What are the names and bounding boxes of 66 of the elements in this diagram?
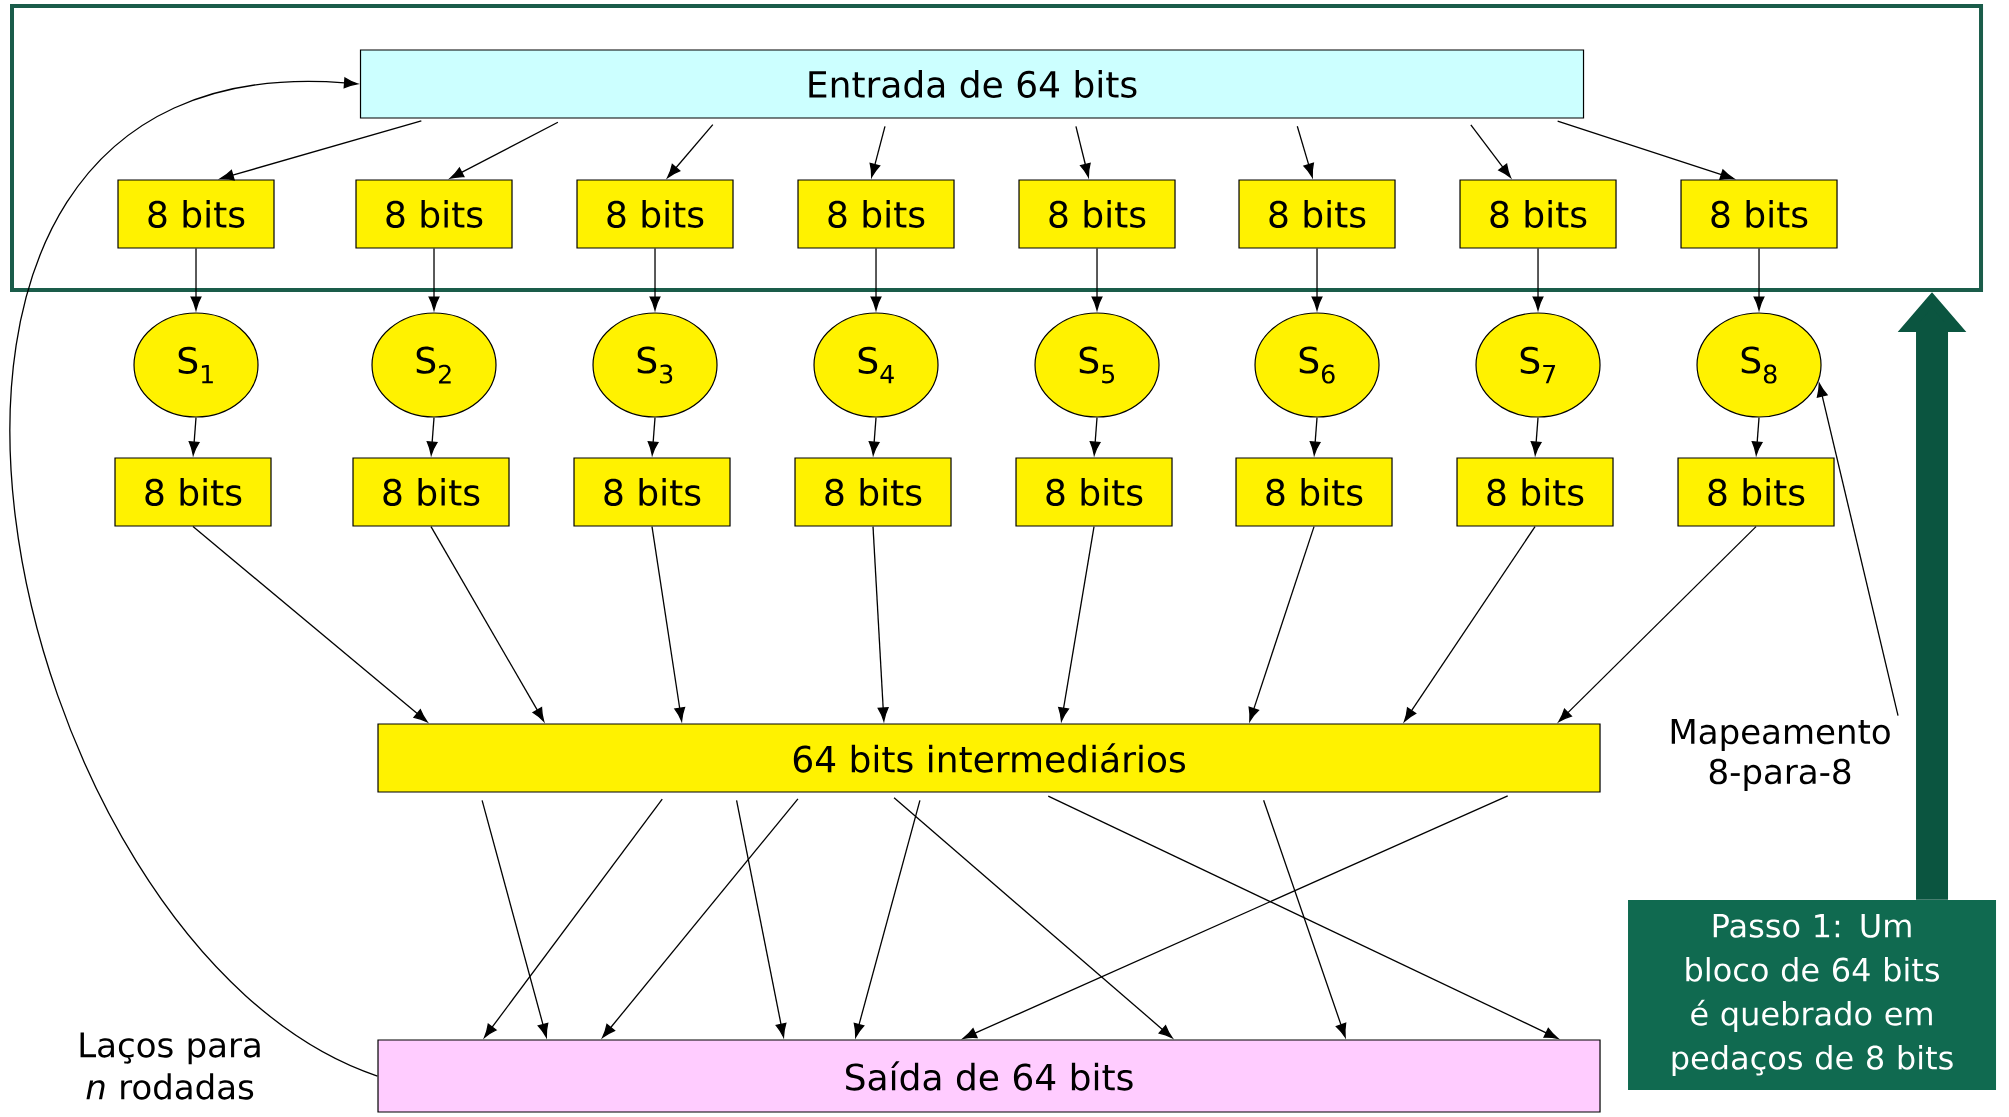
arrow	[1262, 799, 1347, 1038]
arrow	[1311, 247, 1323, 311]
arrow	[893, 797, 1173, 1039]
annotation-text: Mapeamento 8-para-8	[1671, 719, 1890, 791]
arrow	[1753, 247, 1765, 311]
arrow	[428, 247, 440, 311]
callout-box: Passo 1: Um bloco de 64 bits é quebrado em pedaços de 8 bits	[1628, 900, 1997, 1090]
highlight-frame	[10, 4, 1984, 292]
arrow	[870, 247, 882, 311]
arrow	[426, 416, 438, 456]
block-box: 8 bits	[573, 457, 731, 527]
block-box: 8 bits	[1456, 457, 1614, 527]
arrow	[1309, 416, 1321, 456]
arrow	[192, 525, 428, 723]
block-box: 8 bits	[355, 179, 513, 249]
block-box: 8 bits	[797, 179, 955, 249]
block-box: 8 bits	[117, 179, 275, 249]
arrow	[1296, 125, 1314, 178]
arrow	[1556, 120, 1735, 180]
arrow	[1530, 416, 1542, 456]
arrow	[1248, 525, 1315, 722]
arrow	[219, 120, 422, 181]
arrow	[190, 247, 202, 311]
block-box: 8 bits	[1018, 179, 1176, 249]
arrow	[188, 416, 200, 456]
arrow	[1751, 416, 1763, 456]
output-box: Saída de 64 bits	[377, 1039, 1601, 1113]
arrow	[483, 798, 663, 1038]
leader-line	[1816, 382, 1899, 717]
arrow	[1058, 525, 1095, 722]
arrow	[449, 121, 559, 179]
arrow	[1558, 525, 1757, 723]
arrow	[667, 124, 714, 178]
arrow	[1089, 416, 1101, 456]
block-box: 8 bits	[576, 179, 734, 249]
arrow	[651, 525, 686, 722]
arrow	[481, 799, 549, 1038]
arrow	[962, 795, 1509, 1039]
block-box: 8 bits	[114, 457, 272, 527]
process-box: 64 bits intermediários	[377, 723, 1601, 793]
block-box: 8 bits	[1677, 457, 1835, 527]
arrow	[853, 799, 921, 1038]
arrow	[1532, 247, 1544, 311]
block-box: 8 bits	[352, 457, 510, 527]
block-box: 8 bits	[1238, 179, 1396, 249]
block-box: 8 bits	[1235, 457, 1393, 527]
arrow	[735, 799, 787, 1038]
block-box: 8 bits	[1459, 179, 1617, 249]
arrow	[1470, 124, 1512, 178]
arrow	[872, 525, 889, 722]
block-box: 8 bits	[794, 457, 952, 527]
block-box: 8 bits	[1015, 457, 1173, 527]
loop-arrow	[10, 77, 379, 1077]
arrow	[1091, 247, 1103, 311]
arrow	[647, 416, 659, 456]
arrow	[1047, 795, 1559, 1039]
arrow	[430, 525, 545, 722]
loop-label: Laços para n rodadas	[80, 1032, 260, 1100]
arrow	[649, 247, 661, 311]
arrow	[869, 125, 886, 178]
input-box: Entrada de 64 bits	[359, 49, 1585, 119]
block-box: 8 bits	[1680, 179, 1838, 249]
arrow	[602, 798, 799, 1038]
arrow	[868, 416, 880, 456]
arrow	[1403, 525, 1536, 722]
arrow	[1075, 125, 1091, 178]
